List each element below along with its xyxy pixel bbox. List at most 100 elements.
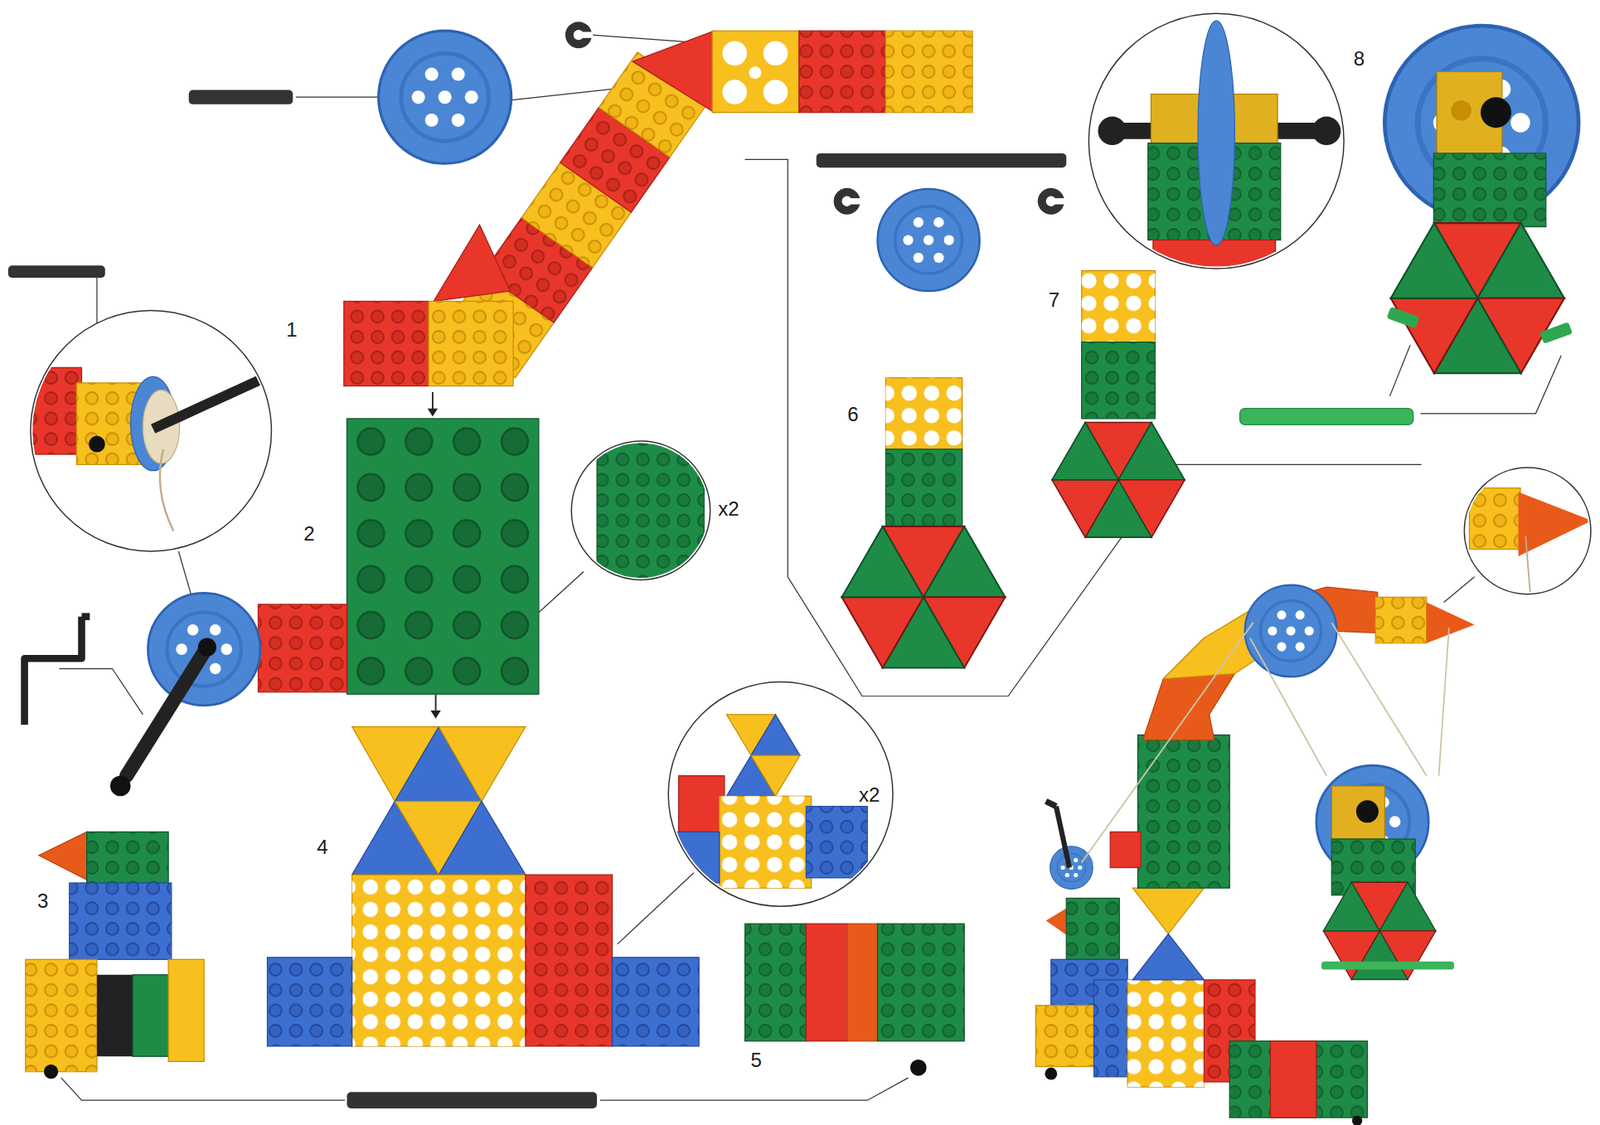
counterweight [841, 378, 1005, 669]
axle [8, 265, 106, 278]
assembled-crane [1229, 1041, 1368, 1118]
hook-block [1384, 25, 1579, 374]
leader-lines [1444, 576, 1475, 603]
callout-number: 2 [303, 523, 315, 545]
detail-callout [25, 367, 83, 455]
pulley [877, 189, 980, 291]
callout-number: 1 [286, 318, 297, 340]
counterweight [841, 526, 1005, 669]
leader-lines [58, 669, 143, 715]
step-arrow [431, 392, 434, 411]
quantity-label: x2 [858, 784, 880, 806]
assembled-crane [1352, 1115, 1363, 1125]
counterweight [1052, 422, 1185, 539]
detail-callout [25, 310, 277, 551]
assembled-crane [1375, 596, 1427, 643]
arm-bricks [428, 300, 514, 386]
crank-pulley [110, 775, 131, 797]
step-arrow [435, 693, 437, 713]
detail-callout [571, 426, 710, 599]
assembled-crane [1066, 897, 1120, 960]
arm-bricks [428, 300, 514, 386]
base-bricks [352, 874, 526, 1047]
leader-lines [1389, 344, 1411, 397]
leader-lines [600, 1077, 909, 1101]
brick-stack [168, 959, 204, 1062]
arm-bricks [763, 79, 789, 105]
assembled-crane [1035, 1005, 1097, 1067]
arm-bricks [885, 30, 973, 112]
assembled-crane [1331, 622, 1426, 776]
brick-stack [25, 831, 204, 1079]
assembled-crane [1132, 887, 1204, 934]
hook-block [1433, 153, 1546, 228]
detail-callout [805, 806, 868, 878]
counterweight [885, 378, 962, 450]
pulley [378, 30, 512, 164]
detail-callout [596, 426, 704, 599]
detail-callout [1088, 13, 1344, 271]
arm-bricks [799, 30, 887, 112]
leader-lines [745, 159, 1422, 696]
crank-pulley [147, 592, 260, 705]
brick-bar [910, 1059, 927, 1077]
callout-number: 5 [750, 1049, 762, 1072]
assembled-crane [1127, 979, 1204, 1087]
brick-bar [745, 923, 807, 1042]
base-bricks [612, 957, 700, 1047]
detail-callout [719, 795, 812, 888]
leader-lines [58, 34, 1562, 1101]
c-clip [565, 21, 593, 49]
counterweight [885, 449, 962, 526]
base-bricks [612, 957, 700, 1047]
base-bricks [438, 801, 526, 876]
callout-number: 8 [1353, 48, 1365, 70]
arm-bricks [799, 30, 887, 112]
quantity-label: x2 [717, 498, 739, 520]
assembled-crane [1132, 934, 1204, 980]
assembled-crane [1439, 627, 1450, 776]
leader-lines [178, 551, 192, 597]
axle [816, 153, 1067, 168]
counterweight [1081, 270, 1156, 342]
brick-bar [805, 923, 847, 1042]
base-bricks [266, 957, 352, 1047]
arm-bricks [748, 66, 762, 79]
detail-callout [1469, 488, 1521, 550]
brick-bar [745, 923, 965, 1076]
assembled-crane [1127, 979, 1204, 1087]
detail-callout [596, 426, 704, 599]
assembled-crane [1081, 622, 1254, 863]
detail-callout [1464, 467, 1592, 597]
brick-stack [25, 959, 97, 1072]
detail-callout [1518, 492, 1593, 558]
assembled-crane [1321, 961, 1455, 970]
brick-stack [38, 831, 88, 880]
crank [81, 612, 90, 621]
counterweight [1052, 270, 1185, 538]
crank [24, 616, 91, 725]
arm-bricks [885, 30, 973, 112]
hook-block [1386, 306, 1421, 330]
assembled-crane [1066, 897, 1120, 960]
crank-pulley [126, 647, 208, 776]
hook-block [1450, 100, 1472, 122]
base-bricks [266, 957, 352, 1047]
detail-callout [88, 436, 106, 453]
assembled-crane [1426, 602, 1475, 644]
hook-block [1480, 96, 1512, 128]
axle [346, 1091, 597, 1109]
pulley [378, 30, 512, 164]
c-clip [1051, 198, 1066, 204]
detail-callout [751, 755, 800, 796]
c-clip [578, 31, 593, 38]
assembled-crane [1229, 1041, 1368, 1118]
arm-bricks [763, 41, 789, 67]
axle [8, 265, 106, 278]
detail-callout [1469, 488, 1592, 598]
brick-bar [847, 923, 878, 1042]
hook-block [1433, 153, 1546, 228]
leader-lines [617, 872, 694, 945]
detail-callout [668, 831, 720, 883]
